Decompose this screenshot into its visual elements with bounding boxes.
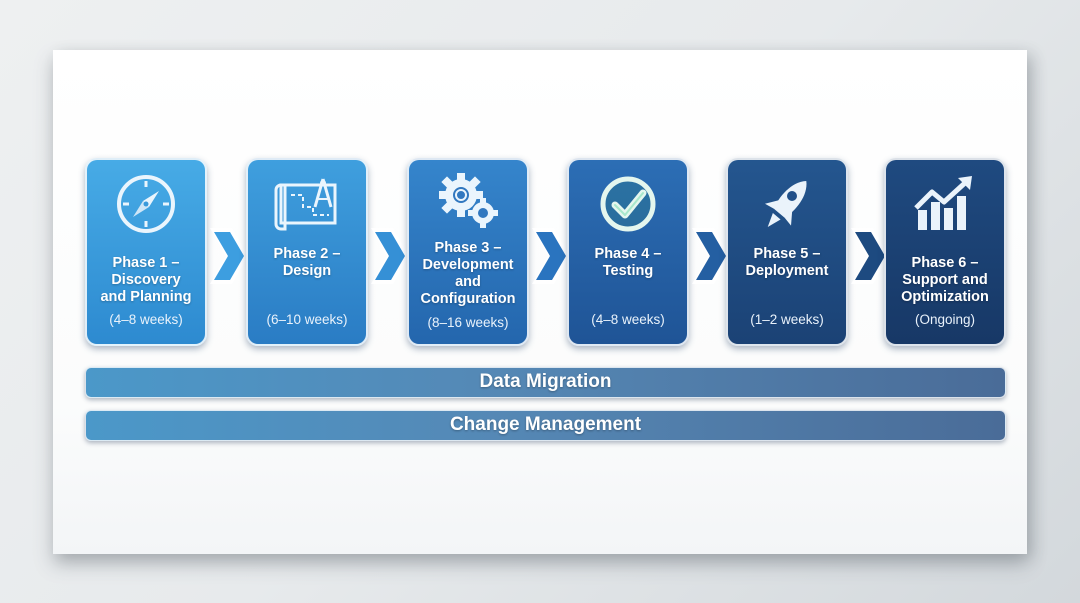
diagram-canvas — [53, 50, 1027, 554]
gears-icon — [409, 168, 527, 232]
phase-card-design: Phase 2 – Design (6–10 weeks) — [246, 158, 368, 346]
phase-card-deployment: Phase 5 – Deployment (1–2 weeks) — [726, 158, 848, 346]
phase-title: Phase 3 – Development and Configuration — [420, 240, 516, 307]
phase-duration: (4–8 weeks) — [591, 312, 665, 327]
phase-title: Phase 4 – Testing — [594, 246, 662, 279]
phase-title: Phase 5 – Deployment — [745, 246, 829, 279]
chevron-arrow-icon — [851, 228, 889, 284]
phase-title: Phase 2 – Design — [273, 246, 341, 279]
phase-title: Phase 1 – Discovery and Planning — [100, 254, 192, 305]
phase-title: Phase 6 – Support and Optimization — [901, 254, 989, 305]
band-data-migration: Data Migration — [85, 367, 1006, 398]
phase-card-development: Phase 3 – Development and Configuration … — [407, 158, 529, 346]
compass-icon — [87, 172, 205, 236]
phase-card-testing: Phase 4 – Testing (4–8 weeks) — [567, 158, 689, 346]
chevron-arrow-icon — [692, 228, 730, 284]
chevron-arrow-icon — [210, 228, 248, 284]
growth-chart-icon — [886, 172, 1004, 236]
phase-card-discovery: Phase 1 – Discovery and Planning (4–8 we… — [85, 158, 207, 346]
check-circle-icon — [569, 172, 687, 236]
phase-card-support: Phase 6 – Support and Optimization (Ongo… — [884, 158, 1006, 346]
chevron-arrow-icon — [371, 228, 409, 284]
phase-duration: (4–8 weeks) — [109, 312, 183, 327]
phase-duration: (8–16 weeks) — [427, 315, 509, 330]
blueprint-icon — [248, 172, 366, 236]
chevron-arrow-icon — [532, 228, 570, 284]
phase-duration: (6–10 weeks) — [266, 312, 348, 327]
rocket-icon — [728, 172, 846, 236]
phase-duration: (Ongoing) — [914, 312, 976, 327]
phase-duration: (1–2 weeks) — [750, 312, 824, 327]
band-change-management: Change Management — [85, 410, 1006, 441]
